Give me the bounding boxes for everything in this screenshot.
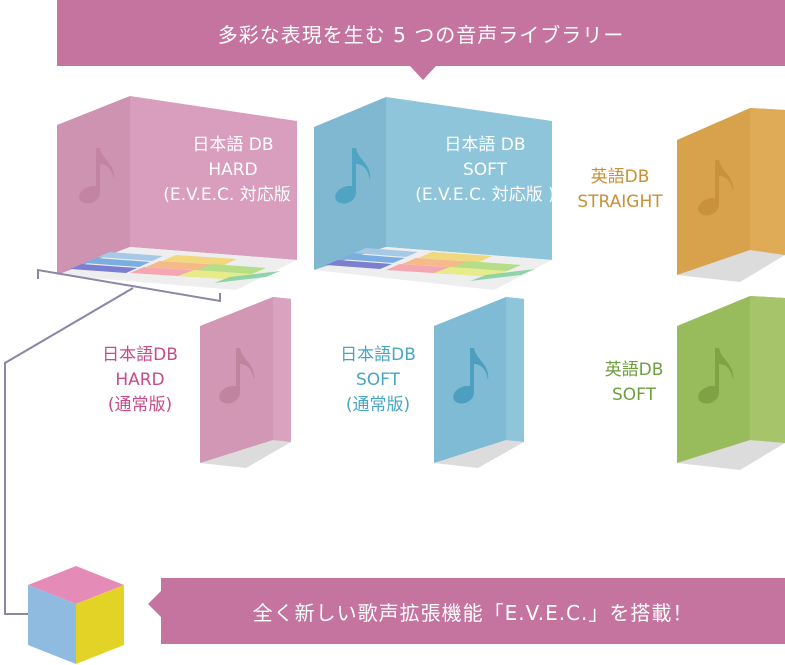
block-english-soft [677, 296, 785, 470]
evec-cube-icon [28, 566, 124, 664]
block-hard-evec-side [57, 96, 130, 275]
bottom-banner: 全く新しい歌声拡張機能「E.V.E.C.」を搭載！ [161, 578, 785, 644]
block-hard-evec-front [130, 96, 297, 260]
block-english-straight [677, 108, 785, 282]
block-hard-normal-side [200, 297, 291, 463]
block-english-straight-front [750, 108, 785, 255]
label-english-straight: 英語DB STRAIGHT [577, 167, 663, 212]
label-soft-evec: 日本語 DB SOFT (E.V.E.C. 対応版 ) [415, 135, 555, 205]
block-soft-normal-side [434, 297, 524, 463]
block-soft-normal-base [434, 440, 524, 468]
label-soft-normal: 日本語DB SOFT (通常版) [340, 345, 416, 415]
block-english-soft-base [677, 440, 785, 470]
block-english-straight-base [677, 250, 785, 282]
label-hard-normal: 日本語DB HARD (通常版) [102, 345, 178, 415]
block-soft-evec-stripes [326, 248, 535, 281]
block-soft-evec-side [314, 97, 386, 270]
top-banner: 多彩な表現を生む 5 つの音声ライブラリー [57, 0, 785, 66]
evec-connector-line [4, 287, 134, 615]
block-hard-normal-front [273, 297, 291, 442]
block-hard-normal-base [200, 440, 291, 468]
evec-connector [4, 268, 221, 615]
label-hard-evec: 日本語 DB HARD (E.V.E.C. 対応版 ) [163, 135, 303, 205]
block-soft-evec-front [386, 97, 552, 260]
block-soft-normal-front [506, 297, 524, 442]
label-english-soft: 英語DB SOFT [604, 360, 664, 405]
block-hard-evec-stripes [70, 252, 280, 283]
bottom-banner-pointer [148, 591, 161, 617]
block-soft-normal [434, 297, 524, 468]
block-english-soft-front [750, 296, 785, 443]
top-banner-pointer [410, 66, 436, 80]
block-hard-normal [200, 297, 291, 468]
block-soft-evec [314, 97, 552, 290]
bottom-banner-text: 全く新しい歌声拡張機能「E.V.E.C.」を搭載！ [252, 600, 694, 625]
top-banner-text: 多彩な表現を生む 5 つの音声ライブラリー [217, 22, 625, 47]
evec-bracket [37, 268, 221, 303]
block-hard-evec [57, 96, 297, 290]
